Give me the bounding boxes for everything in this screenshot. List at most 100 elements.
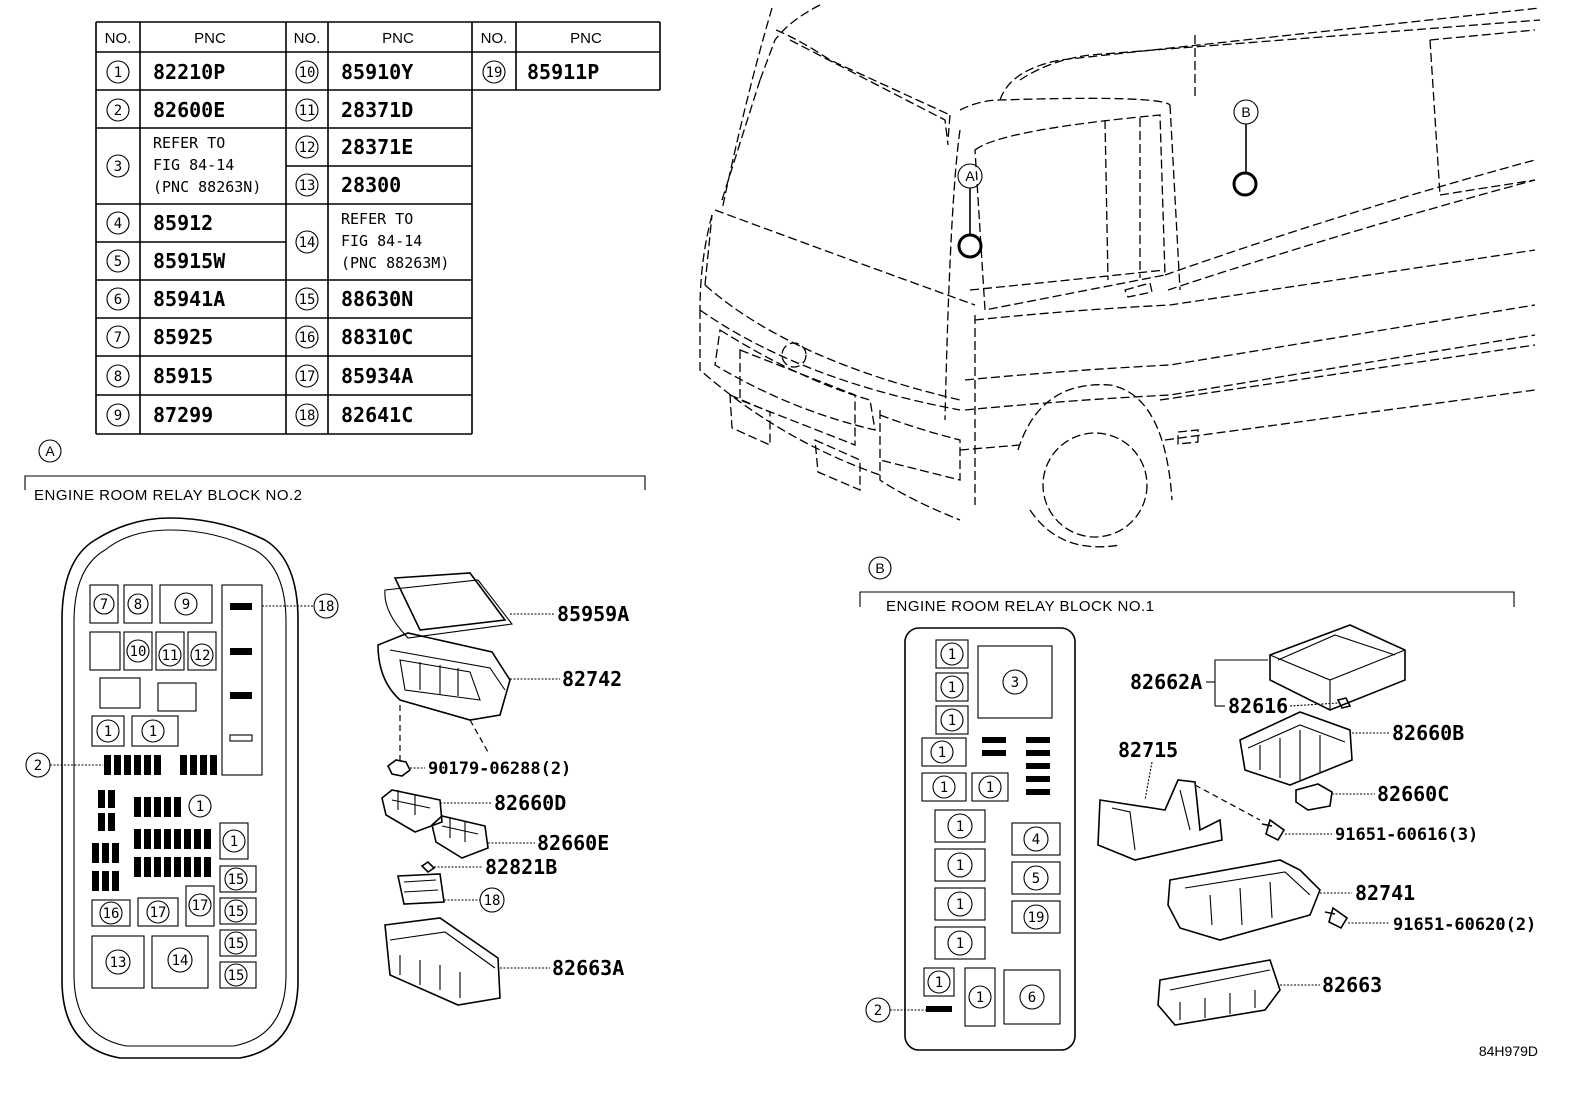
figure-id: 84H979D: [1479, 1043, 1538, 1059]
part-relay-housing: 82742: [377, 632, 622, 721]
table-header-no-3: NO.: [481, 30, 508, 47]
svg-text:82660C: 82660C: [1377, 782, 1449, 806]
svg-text:1: 1: [935, 975, 943, 991]
part-housing-b: 82741: [1167, 859, 1415, 941]
svg-text:9: 9: [114, 408, 122, 424]
svg-text:88630N: 88630N: [341, 287, 413, 311]
table-row: 5 85915W: [106, 249, 226, 273]
table-row: 4 85912: [106, 211, 213, 235]
section-a-callout-18: 18: [318, 599, 335, 615]
svg-text:85910Y: 85910Y: [341, 60, 413, 84]
svg-text:82660D: 82660D: [494, 791, 566, 815]
svg-text:3: 3: [1011, 675, 1019, 691]
svg-text:1: 1: [230, 834, 238, 850]
svg-text:5: 5: [114, 254, 122, 270]
vehicle-callout-a: A: [965, 168, 975, 184]
section-b-callout-2: 2: [874, 1003, 882, 1019]
svg-text:4: 4: [1032, 832, 1040, 848]
table-row: 15 88630N: [295, 287, 413, 311]
pnc-table: NO. PNC NO. PNC NO. PNC 1 82210P 2 82600…: [95, 21, 661, 435]
table-row: 18 82641C: [295, 403, 413, 427]
svg-text:85912: 85912: [153, 211, 213, 235]
relay-block-no2-outline: [61, 517, 299, 1059]
svg-text:11: 11: [299, 103, 316, 119]
svg-text:1: 1: [149, 724, 157, 740]
table-row: 19 85911P: [482, 60, 599, 84]
section-b-title: ENGINE ROOM RELAY BLOCK NO.1: [886, 598, 1155, 615]
part-relay-e: 82660E: [431, 815, 609, 859]
svg-text:15: 15: [228, 904, 245, 920]
svg-text:10: 10: [130, 644, 147, 660]
svg-text:90179-06288(2): 90179-06288(2): [428, 759, 571, 779]
svg-text:11: 11: [162, 648, 179, 664]
svg-text:15: 15: [299, 292, 316, 308]
part-nut: 90179-06288(2): [386, 759, 571, 779]
table-row: 12 28371E: [295, 135, 413, 159]
table-row: 13 28300: [295, 173, 401, 197]
svg-text:19: 19: [486, 65, 503, 81]
table-row: 2 82600E: [106, 98, 225, 122]
svg-text:28371D: 28371D: [341, 98, 413, 122]
svg-text:13: 13: [110, 955, 127, 971]
table-row: 8 85915: [106, 364, 213, 388]
svg-text:1: 1: [938, 745, 946, 761]
svg-text:1: 1: [948, 680, 956, 696]
part-lower-case-a: 82663A: [384, 917, 624, 1006]
svg-text:13: 13: [299, 178, 316, 194]
svg-text:15: 15: [228, 936, 245, 952]
svg-text:18: 18: [299, 408, 316, 424]
section-b-marker: B: [875, 560, 884, 576]
section-a-marker: A: [45, 443, 55, 459]
svg-text:2: 2: [114, 103, 122, 119]
svg-text:28300: 28300: [341, 173, 401, 197]
svg-text:82600E: 82600E: [153, 98, 225, 122]
svg-text:1: 1: [104, 724, 112, 740]
part-bracket: 82715: [1097, 738, 1223, 861]
svg-text:17: 17: [150, 905, 167, 921]
svg-text:1: 1: [956, 819, 964, 835]
svg-text:91651-60616(3): 91651-60616(3): [1335, 825, 1478, 845]
svg-text:14: 14: [172, 953, 189, 969]
table-row: 3 REFER TO FIG 84-14 (PNC 88263N): [106, 134, 261, 196]
part-bolt-1: 91651-60616(3): [1261, 818, 1478, 845]
table-row: 16 88310C: [295, 325, 413, 349]
svg-text:1: 1: [956, 897, 964, 913]
svg-text:1: 1: [976, 990, 984, 1006]
table-header-no-1: NO.: [105, 30, 132, 47]
svg-text:82663A: 82663A: [552, 956, 624, 980]
table-row: 7 85925: [106, 325, 213, 349]
svg-text:82663: 82663: [1322, 973, 1382, 997]
part-relay-d: 82660D: [381, 789, 566, 833]
svg-text:82660E: 82660E: [537, 831, 609, 855]
table-row: 9 87299: [106, 403, 213, 427]
part-relay-b: 82660B: [1239, 711, 1464, 786]
svg-text:6: 6: [1028, 990, 1036, 1006]
section-b: B ENGINE ROOM RELAY BLOCK NO.1 1 1 1 1 1…: [859, 556, 1536, 1051]
svg-text:9: 9: [182, 597, 190, 613]
svg-text:FIG 84-14: FIG 84-14: [341, 232, 422, 250]
part-cover-seal: 85959A: [384, 572, 629, 639]
part-relay-c: 82660C: [1295, 782, 1449, 811]
svg-text:1: 1: [114, 65, 122, 81]
table-row: 6 85941A: [106, 287, 225, 311]
svg-text:85934A: 85934A: [341, 364, 413, 388]
svg-text:88310C: 88310C: [341, 325, 413, 349]
svg-text:85911P: 85911P: [527, 60, 599, 84]
location-marker-b: [1232, 171, 1258, 197]
svg-text:15: 15: [228, 872, 245, 888]
svg-text:85959A: 85959A: [557, 602, 629, 626]
table-header-pnc-2: PNC: [382, 30, 414, 47]
svg-text:85941A: 85941A: [153, 287, 225, 311]
svg-text:REFER TO: REFER TO: [341, 210, 413, 228]
svg-text:82821B: 82821B: [485, 855, 557, 879]
svg-text:85915: 85915: [153, 364, 213, 388]
part-bolt-2: 91651-60620(2): [1324, 906, 1536, 935]
svg-text:82742: 82742: [562, 667, 622, 691]
svg-text:12: 12: [194, 648, 211, 664]
part-lower-case-b: 82663: [1157, 959, 1382, 1026]
vehicle-illustration: A B: [699, 4, 1541, 548]
table-row: 17 85934A: [295, 364, 413, 388]
part-clip-b: 82616: [1215, 694, 1352, 718]
svg-text:82616: 82616: [1228, 694, 1288, 718]
svg-text:10: 10: [299, 65, 316, 81]
